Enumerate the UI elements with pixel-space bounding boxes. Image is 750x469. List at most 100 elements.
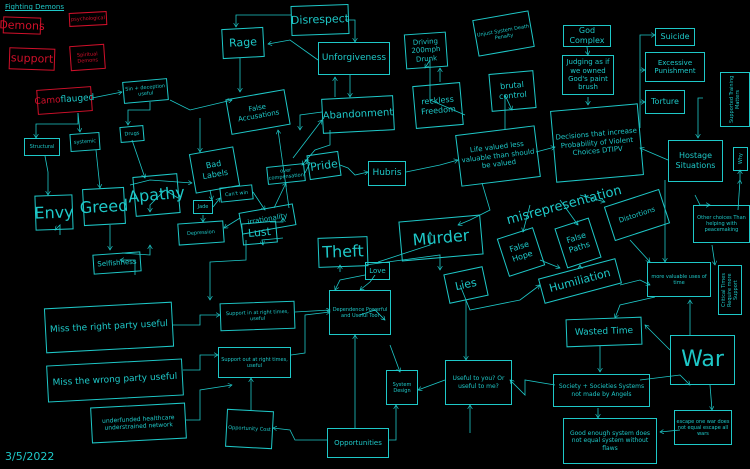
- node-wasted-time: Wasted Time: [565, 316, 643, 348]
- node-label: Miss the wrong party useful: [52, 371, 178, 389]
- node-label: underfunded healthcare understrained net…: [101, 413, 175, 432]
- camo-cyan-text: flauged: [60, 93, 95, 106]
- node-label: Judging as if we owned God's paint brush: [566, 58, 610, 92]
- node-label: Unjust System Death Penalty: [476, 22, 530, 42]
- node-label: over compensation: [268, 167, 305, 182]
- node-label: Lies: [454, 276, 478, 294]
- node-label: Decisions that increase Probability of V…: [555, 126, 638, 158]
- node-label: more valuable uses of time: [651, 273, 707, 286]
- node-systemic: systemic: [69, 131, 101, 153]
- node-envy: Envy: [34, 194, 74, 231]
- node-label: False Paths: [565, 230, 592, 255]
- node-label: Opportunity Cost: [228, 424, 271, 434]
- node-label: System Design: [392, 381, 412, 394]
- node-label: False Accusations: [237, 102, 280, 124]
- node-label: Life valued less valuable than should be…: [461, 140, 535, 171]
- node-label: Love: [369, 266, 386, 275]
- node-label: Distortions: [617, 205, 657, 225]
- camo-red-text: Camo: [34, 95, 61, 108]
- node-hostage-situations: Hostage Situations: [668, 140, 723, 182]
- node-label: Good enough system does not equal system…: [569, 430, 651, 452]
- node-greed: Greed: [79, 186, 129, 227]
- node-love: Love: [365, 262, 390, 280]
- node-label: Other choices Than helping with peacemak…: [697, 215, 746, 233]
- node-theft: Theft: [317, 236, 369, 268]
- node-rage: Rage: [221, 26, 265, 60]
- legend-support-label: support: [10, 51, 54, 67]
- node-opportunities: Opportunities: [327, 428, 389, 458]
- node-label: Opportunities: [334, 438, 382, 447]
- node-label: Disrespect: [290, 12, 350, 28]
- node-brutal-control: brutal control: [488, 70, 537, 112]
- node-label: Hostage Situations: [675, 151, 716, 170]
- node-good-enough-system: Good enough system does not equal system…: [563, 418, 657, 464]
- node-label: Unforgiveness: [321, 53, 387, 64]
- node-dependence: Dependence Powerful and Useful Tool: [329, 290, 391, 335]
- node-label: Rage: [228, 35, 258, 51]
- node-hubris: Hubris: [368, 161, 406, 186]
- node-more-valuable-uses: more valuable uses of time: [647, 262, 711, 297]
- node-system-design: System Design: [386, 370, 418, 405]
- node-miss-wrong-party: Miss the wrong party useful: [46, 358, 184, 403]
- node-other-choices: Other choices Than helping with peacemak…: [693, 205, 750, 243]
- legend-support: support: [8, 47, 56, 71]
- node-unforgiveness: Unforgiveness: [318, 42, 390, 75]
- node-judging: Judging as if we owned God's paint brush: [562, 55, 614, 95]
- node-label: reckless Freedom: [420, 94, 457, 116]
- node-supported-training: Supported Training Matters: [720, 72, 750, 127]
- node-label: Why: [737, 153, 744, 165]
- node-label: Theft: [321, 241, 365, 263]
- node-god-complex: God Complex: [563, 25, 611, 47]
- node-label: Can't win: [224, 189, 249, 198]
- legend-demons: Demons: [0, 16, 45, 35]
- node-label: Critical Times Require more Support: [721, 273, 739, 307]
- node-why: Why: [733, 147, 748, 171]
- node-label: Sin + deception useful: [125, 83, 166, 98]
- node-support-out: Support out at right times, useful: [218, 347, 291, 378]
- node-opportunity-cost: Opportunity Cost: [225, 408, 274, 450]
- node-label: brutal control: [498, 80, 528, 102]
- node-label: Drugs: [124, 130, 140, 138]
- node-label: Useful to you? Or useful to me?: [452, 375, 505, 390]
- node-label: Envy: [34, 202, 74, 223]
- node-abandonment: Abandonment: [321, 95, 395, 134]
- node-label: Hubris: [372, 168, 402, 179]
- legend-psychological-label: psychological: [70, 15, 106, 23]
- diagram-title: Fighting Demons: [5, 3, 65, 11]
- legend-spiritual-label: Spiritual Demons: [76, 50, 99, 65]
- node-label: systemic: [73, 138, 97, 146]
- date-label: 3/5/2022: [5, 450, 55, 463]
- node-label: Apathy: [127, 182, 186, 207]
- node-label: Pride: [309, 157, 339, 174]
- node-label: Excessive Punishment: [654, 58, 696, 75]
- node-label: escape one war does not equal escape all…: [676, 418, 730, 437]
- node-society-systems: Society + Societies Systems not made by …: [553, 374, 650, 407]
- node-selfishness: Selfishness: [92, 251, 142, 275]
- node-underfunded-healthcare: underfunded healthcare understrained net…: [90, 402, 187, 444]
- node-reckless-freedom: reckless Freedom: [412, 81, 464, 130]
- node-label: Structural: [29, 144, 55, 150]
- node-pride: Pride: [306, 150, 342, 181]
- node-label: Driving 200mph Drunk: [411, 37, 441, 64]
- node-jade: Jade: [193, 200, 213, 214]
- node-driving-drunk: Driving 200mph Drunk: [403, 31, 449, 70]
- node-structural: Structural: [24, 138, 60, 156]
- node-depression: Depression: [177, 220, 225, 246]
- node-decisions-dtipv: Decisions that increase Probability of V…: [550, 103, 644, 183]
- node-escape-one-war: escape one war does not equal escape all…: [674, 410, 732, 445]
- node-apathy: Apathy: [127, 173, 186, 217]
- node-excessive-punishment: Excessive Punishment: [645, 52, 705, 82]
- node-label: Dependence Powerful and Useful Tool: [332, 306, 388, 319]
- node-label: War: [681, 346, 724, 372]
- node-drugs: Drugs: [119, 124, 145, 144]
- node-label: False Hope: [508, 239, 534, 264]
- node-label: Selfishness: [97, 257, 137, 269]
- node-label: Torture: [651, 97, 679, 107]
- node-lust: Lust: [241, 220, 278, 246]
- node-torture: Torture: [645, 90, 685, 114]
- node-label: Wasted Time: [574, 325, 634, 338]
- node-support-in: Support in at right times, useful: [219, 300, 296, 332]
